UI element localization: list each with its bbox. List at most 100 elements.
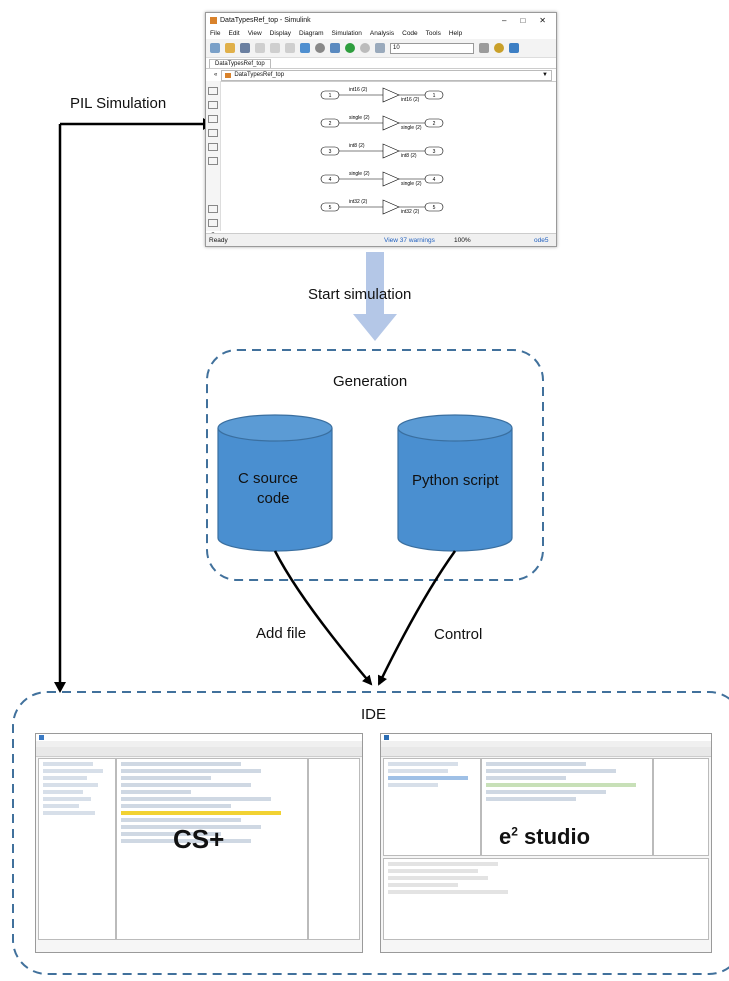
image-icon[interactable] <box>208 143 218 151</box>
pil-simulation-connector <box>54 118 213 693</box>
signal-label: int16 (2) <box>349 87 368 93</box>
outport-block <box>424 202 444 212</box>
run-icon[interactable] <box>345 43 355 53</box>
c-source-label-line2: code <box>257 490 290 507</box>
arrow-icon[interactable] <box>208 115 218 123</box>
e2-studio-toolbar <box>381 747 711 757</box>
breadcrumb-model: DataTypesRef_top <box>234 72 285 78</box>
library-icon[interactable] <box>300 43 310 53</box>
c-source-label-line1: C source <box>238 470 299 487</box>
breadcrumb: « DataTypesRef_top ▼ <box>206 69 556 82</box>
simulink-toolbar: 10 <box>206 39 556 58</box>
zoom-icon[interactable] <box>208 87 218 95</box>
simulink-title-bar: DataTypesRef_top - Simulink – □ ✕ <box>206 13 556 27</box>
menu-simulation[interactable]: Simulation <box>331 29 362 37</box>
add-file-connector <box>273 550 373 686</box>
maximize-icon[interactable]: □ <box>520 15 526 25</box>
e2-studio-debug-tree <box>383 758 481 856</box>
status-ready: Ready <box>209 236 228 244</box>
minimize-icon[interactable]: – <box>502 15 507 25</box>
signal-label: int8 (2) <box>349 143 365 149</box>
inport-label: 5 <box>329 205 332 211</box>
simulation-mode-icon[interactable] <box>479 43 489 53</box>
simulink-tab-row: DataTypesRef_top <box>206 58 556 69</box>
simulink-logo-icon <box>210 16 217 24</box>
e2-studio-console <box>383 858 709 940</box>
status-zoom: 100% <box>454 236 471 244</box>
signal-label: int32 (2) <box>349 199 368 205</box>
model-config-icon[interactable] <box>330 43 340 53</box>
up-icon[interactable] <box>285 43 295 53</box>
menu-edit[interactable]: Edit <box>228 29 240 37</box>
fit-view-icon[interactable] <box>208 101 218 109</box>
cs-plus-editor <box>116 758 308 940</box>
settings-gear-icon[interactable] <box>315 43 325 53</box>
close-icon[interactable]: ✕ <box>539 15 546 25</box>
save-icon[interactable] <box>240 43 250 53</box>
cs-plus-project-tree <box>38 758 116 940</box>
camera-icon[interactable] <box>208 205 218 213</box>
menu-code[interactable]: Code <box>402 29 418 37</box>
open-folder-icon[interactable] <box>225 43 235 53</box>
e2-studio-name-base: e <box>499 824 512 849</box>
outport-block <box>424 146 444 156</box>
ide-label: IDE <box>361 706 387 723</box>
control-label: Control <box>434 626 483 643</box>
forward-icon[interactable] <box>270 43 280 53</box>
cs-plus-toolbar <box>36 747 362 757</box>
menu-analysis[interactable]: Analysis <box>369 29 395 37</box>
menu-help[interactable]: Help <box>448 29 463 37</box>
outport-block <box>424 174 444 184</box>
scope-icon[interactable] <box>375 43 385 53</box>
back-icon[interactable] <box>255 43 265 53</box>
output-signal-label: single (2) <box>401 181 422 187</box>
menu-view[interactable]: View <box>247 29 262 37</box>
e2-studio-app-icon <box>384 735 389 740</box>
area-icon[interactable] <box>208 157 218 165</box>
e2-studio-name-rest: studio <box>517 824 591 849</box>
e2-studio-variables-pane <box>653 758 709 856</box>
build-icon[interactable] <box>509 43 519 53</box>
new-model-icon[interactable] <box>210 43 220 53</box>
output-signal-label: int8 (2) <box>401 153 417 159</box>
start-simulation-label: Start simulation <box>308 286 412 303</box>
annotation-icon[interactable] <box>208 129 218 137</box>
menu-diagram[interactable]: Diagram <box>298 29 324 37</box>
python-script-label: Python script <box>412 472 499 489</box>
inport-label: 4 <box>329 177 332 183</box>
hide-browser-icon[interactable]: « <box>214 72 218 78</box>
e2-studio-ide-screenshot: e2 studio <box>380 733 712 953</box>
generation-label: Generation <box>333 373 408 390</box>
outport-block <box>424 90 444 100</box>
outport-label: 4 <box>433 177 436 183</box>
tab-model[interactable]: DataTypesRef_top <box>209 59 271 68</box>
output-signal-label: single (2) <box>401 125 422 131</box>
breadcrumb-box[interactable]: DataTypesRef_top ▼ <box>221 69 552 81</box>
inport-label: 3 <box>329 149 332 155</box>
chevron-down-icon[interactable]: ▼ <box>542 72 548 78</box>
cs-plus-title-bar <box>36 734 362 741</box>
cs-plus-ide-screenshot: CS+ <box>35 733 363 953</box>
e2-studio-menu-bar <box>381 741 711 747</box>
check-icon[interactable] <box>494 43 504 53</box>
menu-file[interactable]: File <box>210 29 221 37</box>
e2-studio-title-bar <box>381 734 711 741</box>
menu-display[interactable]: Display <box>269 29 291 37</box>
stop-icon[interactable] <box>360 43 370 53</box>
generation-box <box>206 349 544 581</box>
explorer-icon[interactable] <box>208 219 218 227</box>
menu-tools[interactable]: Tools <box>425 29 441 37</box>
stop-time-input[interactable]: 10 <box>390 42 474 54</box>
status-warnings[interactable]: View 37 warnings <box>384 236 435 244</box>
start-simulation-arrow <box>353 252 397 341</box>
outport-label: 1 <box>433 93 436 99</box>
ide-box <box>12 691 729 975</box>
gain-block <box>382 115 400 131</box>
simulink-menu-bar: File Edit View Display Diagram Simulatio… <box>206 27 556 39</box>
